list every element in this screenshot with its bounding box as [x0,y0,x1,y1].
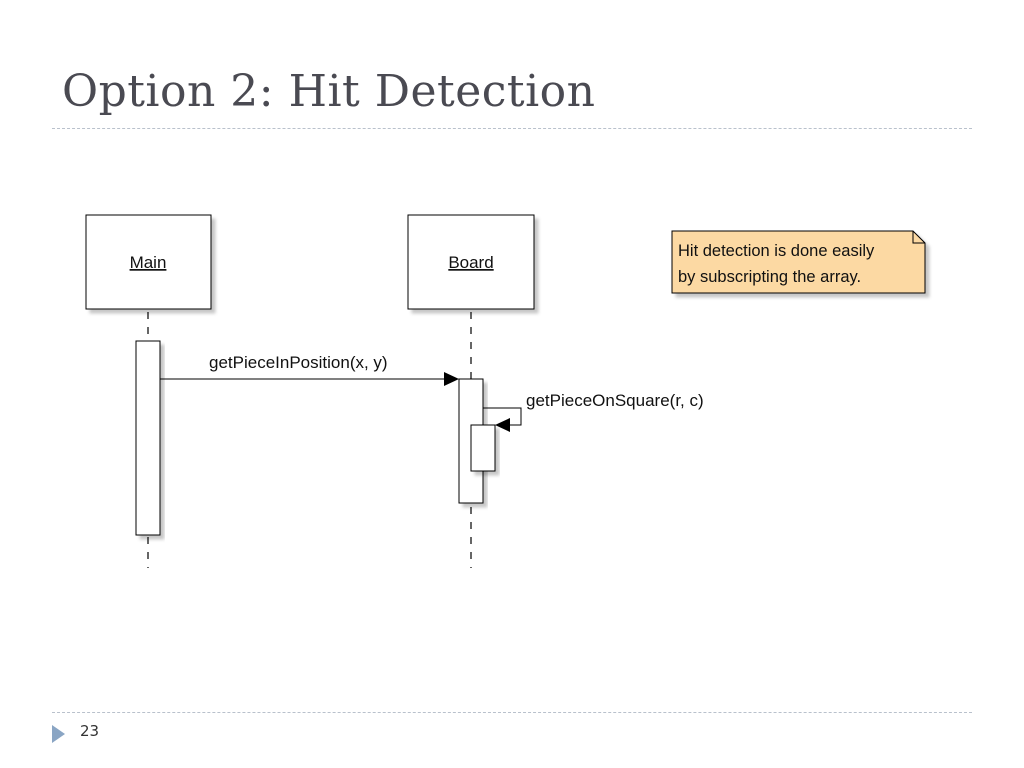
note-line-2: by subscripting the array. [678,268,861,286]
participant-board-box [407,214,535,310]
slide-title: Option 2: Hit Detection [62,66,596,117]
participant-board: Board [407,214,535,310]
note-shape [671,230,926,294]
participant-main-box [85,214,212,310]
participant-main-label: Main [130,253,167,272]
message-get-piece-on-square: getPieceOnSquare(r, c) [483,391,704,432]
page-number: 23 [80,722,100,740]
participant-board-label: Board [448,253,493,272]
footer-triangle-icon [52,725,65,743]
activation-main [135,340,161,536]
message-1-label: getPieceInPosition(x, y) [209,353,388,372]
note-line-1: Hit detection is done easily [678,242,875,260]
message-get-piece-in-position: getPieceInPosition(x, y) [160,353,459,386]
participant-main: Main [85,214,212,310]
title-divider [52,128,972,129]
footer-divider [52,712,972,713]
message-2-arrowhead [495,418,510,432]
activation-board-nested [470,424,496,472]
note: Hit detection is done easily by subscrip… [671,230,926,294]
message-2-arrow-line [483,407,522,426]
message-2-label: getPieceOnSquare(r, c) [526,391,704,410]
note-folded-corner [912,231,925,244]
message-1-arrowhead [444,372,459,386]
